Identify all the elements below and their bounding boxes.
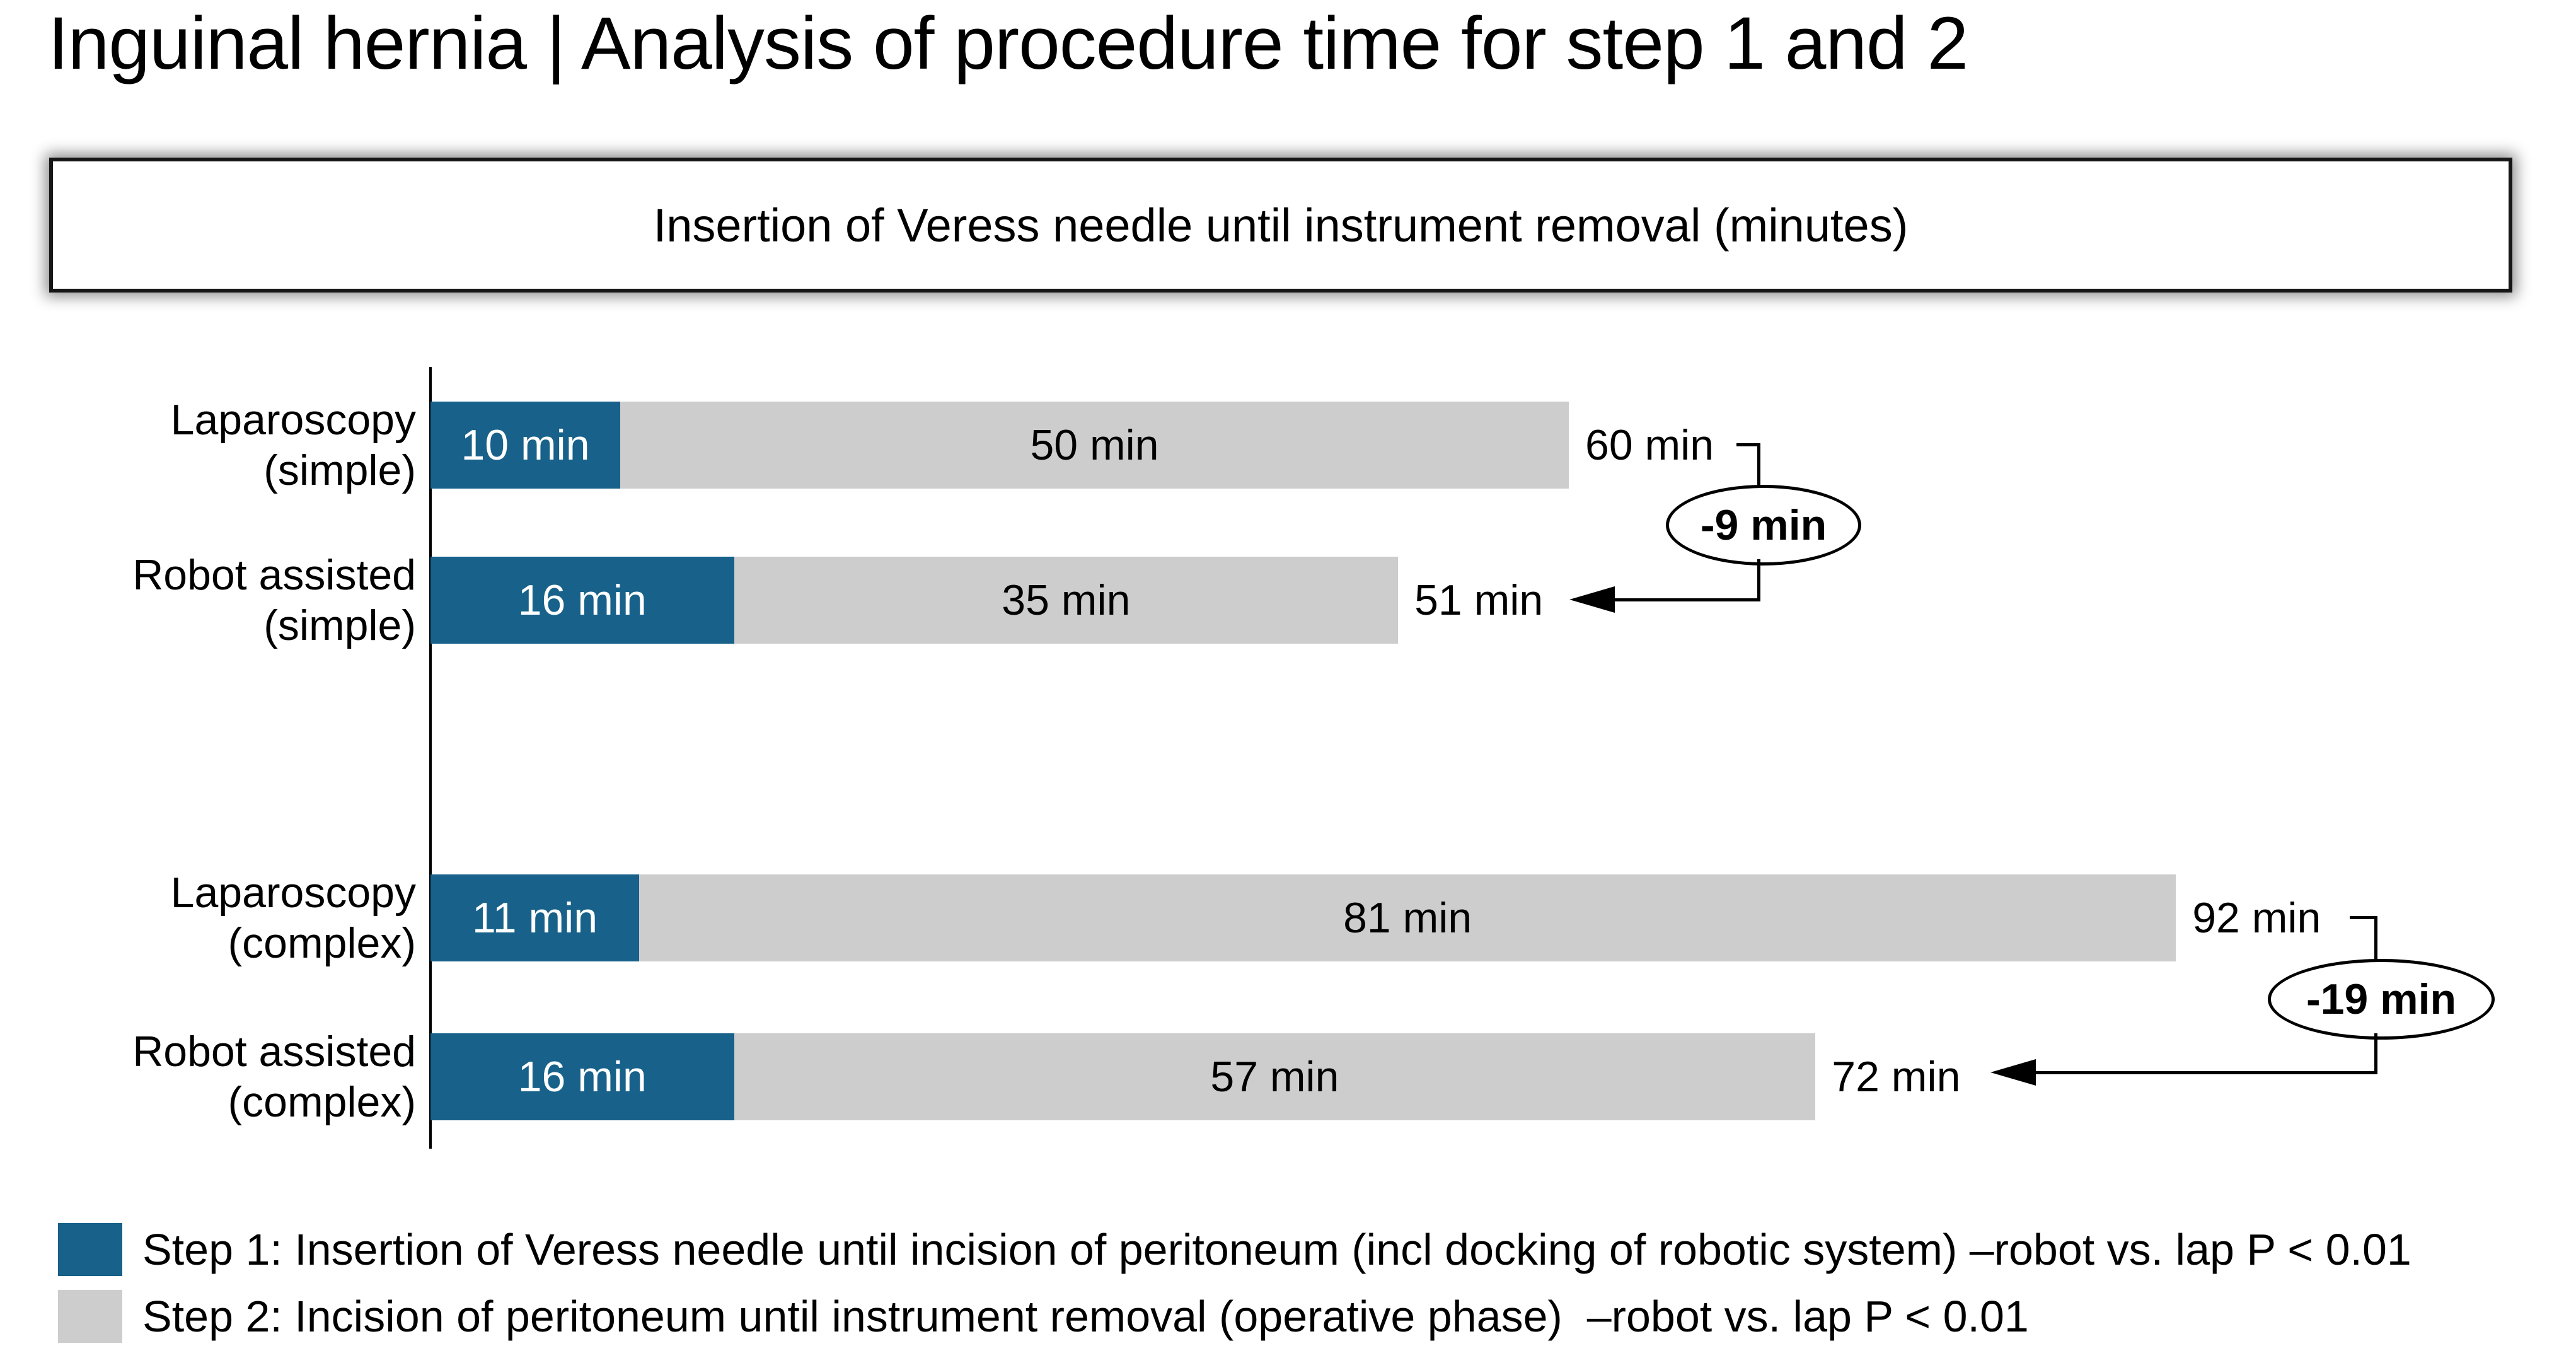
bar-segment-step1: 16 min bbox=[430, 1033, 734, 1120]
bar-segment-step1: 10 min bbox=[430, 402, 620, 489]
page-title: Inguinal hernia | Analysis of procedure … bbox=[48, 2, 1968, 85]
category-line2: (simple) bbox=[263, 446, 416, 494]
segment-value-label: 16 min bbox=[517, 576, 647, 624]
delta-oval: -19 min bbox=[2268, 959, 2495, 1040]
step1-swatch bbox=[58, 1223, 122, 1276]
total-label: 51 min bbox=[1414, 576, 1544, 624]
category-line1: Laparoscopy bbox=[170, 396, 416, 444]
category-line1: Robot assisted bbox=[132, 1028, 416, 1076]
bracket-line bbox=[2350, 916, 2377, 919]
segment-value-label: 81 min bbox=[1343, 894, 1472, 942]
total-label: 72 min bbox=[1832, 1053, 1961, 1101]
bar-laparoscopy-simple: 10 min 50 min 60 min bbox=[430, 402, 1714, 489]
bracket-line bbox=[1757, 559, 1760, 600]
bar-laparoscopy-complex: 11 min 81 min 92 min bbox=[430, 874, 2321, 961]
segment-value-label: 50 min bbox=[1030, 421, 1159, 469]
segment-value-label: 11 min bbox=[472, 894, 598, 942]
y-axis-line bbox=[429, 367, 432, 1149]
bracket-line bbox=[2374, 1033, 2377, 1073]
arrow-left-icon bbox=[1990, 1059, 2036, 1086]
subtitle-box: Insertion of Veress needle until instrum… bbox=[49, 158, 2512, 293]
delta-label: -19 min bbox=[2306, 975, 2457, 1023]
category-line2: (complex) bbox=[228, 1078, 417, 1126]
segment-value-label: 10 min bbox=[461, 421, 590, 469]
bracket-line bbox=[1757, 443, 1760, 487]
category-label-robot-simple: Robot assisted (simple) bbox=[0, 550, 416, 651]
bar-segment-step2: 57 min bbox=[734, 1033, 1816, 1120]
bracket-line bbox=[2374, 916, 2377, 961]
legend-label: Step 1: Insertion of Veress needle until… bbox=[142, 1225, 2411, 1274]
bar-segment-step1: 11 min bbox=[430, 874, 640, 961]
category-label-laparoscopy-simple: Laparoscopy (simple) bbox=[0, 395, 416, 496]
total-label: 60 min bbox=[1585, 421, 1714, 469]
bar-segment-step2: 81 min bbox=[639, 874, 2176, 961]
bar-robot-simple: 16 min 35 min 51 min bbox=[430, 557, 1543, 644]
category-line2: (complex) bbox=[228, 919, 417, 967]
bar-segment-step2: 35 min bbox=[734, 557, 1399, 644]
segment-value-label: 35 min bbox=[1002, 576, 1131, 624]
bar-segment-step1: 16 min bbox=[430, 557, 734, 644]
category-line1: Robot assisted bbox=[132, 551, 416, 599]
bar-segment-step2: 50 min bbox=[620, 402, 1569, 489]
delta-label: -9 min bbox=[1700, 501, 1827, 549]
arrow-left-icon bbox=[1569, 586, 1615, 613]
category-label-laparoscopy-complex: Laparoscopy (complex) bbox=[0, 867, 416, 968]
delta-oval: -9 min bbox=[1666, 485, 1861, 566]
legend-item-step2: Step 2: Incision of peritoneum until ins… bbox=[58, 1290, 2029, 1343]
segment-value-label: 57 min bbox=[1210, 1053, 1339, 1101]
legend-label: Step 2: Incision of peritoneum until ins… bbox=[142, 1292, 2029, 1341]
category-label-robot-complex: Robot assisted (complex) bbox=[0, 1026, 416, 1127]
segment-value-label: 16 min bbox=[517, 1053, 647, 1101]
arrow-line bbox=[2035, 1071, 2377, 1074]
bracket-line bbox=[1736, 443, 1760, 446]
bar-robot-complex: 16 min 57 min 72 min bbox=[430, 1033, 1960, 1120]
total-label: 92 min bbox=[2192, 894, 2321, 942]
category-line1: Laparoscopy bbox=[170, 869, 416, 917]
category-line2: (simple) bbox=[263, 601, 416, 649]
legend-item-step1: Step 1: Insertion of Veress needle until… bbox=[58, 1223, 2411, 1276]
chart-subtitle: Insertion of Veress needle until instrum… bbox=[653, 199, 1909, 252]
arrow-line bbox=[1612, 598, 1760, 601]
step2-swatch bbox=[58, 1290, 122, 1343]
